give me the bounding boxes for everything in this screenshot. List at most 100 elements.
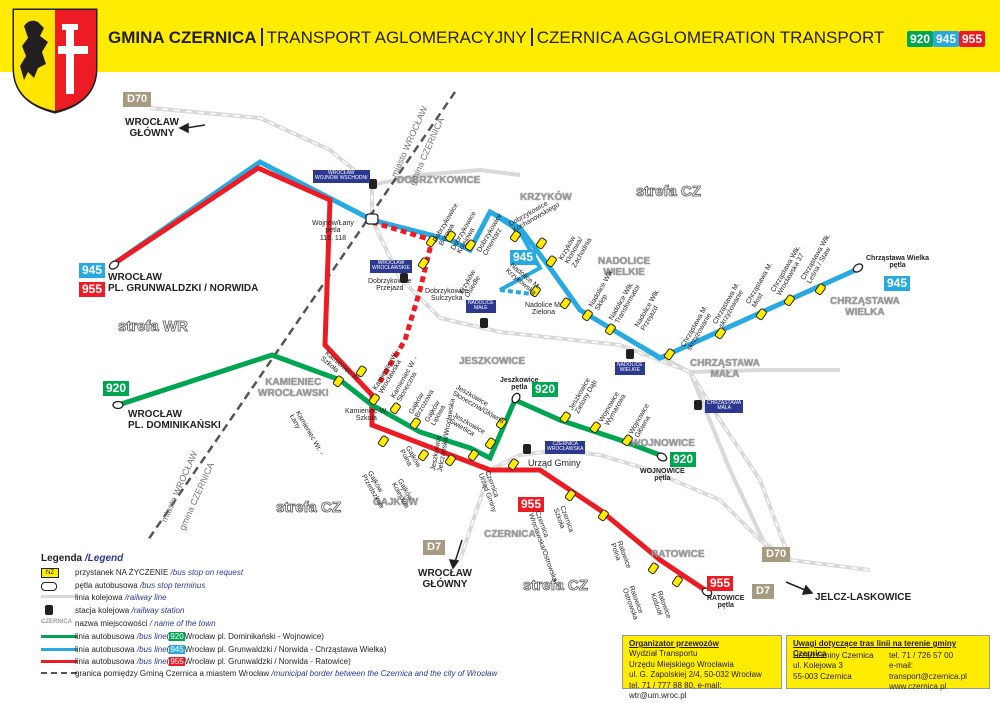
request-stops bbox=[332, 230, 826, 588]
map-badge-955-left: 955 bbox=[79, 282, 106, 297]
station-chrzastawa-mala: CHRZĄSTAWA MAŁA bbox=[705, 400, 744, 413]
organizer-line1: Wydział Transportu bbox=[629, 649, 698, 659]
organizer-line4[interactable]: tel. 71 / 777 88 80, e-mail: wtr@um.wroc… bbox=[629, 680, 722, 700]
legend-row-border: granica pomiędzy Gminą Czernica a miaste… bbox=[75, 669, 498, 678]
map-badge-955-ratowice: 955 bbox=[707, 576, 734, 591]
remarks-heading: Uwagi dotyczące tras linii na terenie gm… bbox=[793, 639, 957, 659]
legend-train-icon bbox=[45, 605, 53, 615]
zone-cz-bottom: strefa CZ bbox=[523, 577, 589, 595]
header-gmina: GMINA CZERNICA bbox=[108, 28, 257, 47]
legend-rail-icon bbox=[41, 595, 77, 598]
map-badge-920-wojnowice: 920 bbox=[670, 452, 697, 467]
station-urzad-gminy: Urząd Gminy bbox=[528, 458, 581, 468]
station-nadolice-male: NADOLICE MAŁE bbox=[466, 300, 496, 313]
terminus-dominikanski: WROCŁAW PL. DOMINIKAŃSKI bbox=[128, 409, 221, 431]
map-badge-955-czernica: 955 bbox=[518, 497, 545, 512]
remarks-l3: 55-003 Czernica bbox=[793, 671, 852, 681]
stop-nadolice-zielona: Nadolice M. Zielona bbox=[525, 302, 562, 317]
legend-line-920-icon bbox=[41, 635, 77, 638]
station-kowale: WROCŁAW WROCŁAWSKIE bbox=[370, 260, 412, 273]
zone-wr: strefa WR bbox=[118, 318, 189, 336]
line-920-route bbox=[117, 352, 661, 462]
railway-lines bbox=[149, 106, 871, 572]
map-badge-945-right: 945 bbox=[884, 276, 911, 291]
dir-jelcz: JELCZ-LASKOWICE bbox=[815, 592, 912, 603]
legend-row-920: linia autobusowa /bus line(920Wrocław pl… bbox=[75, 632, 324, 641]
legend-terminus-icon bbox=[41, 582, 57, 591]
terminus-jeszkowice: Jeszkowice pętla bbox=[500, 377, 539, 392]
header-title-en: CZERNICA AGGLOMERATION TRANSPORT bbox=[536, 28, 885, 47]
legend-border-icon bbox=[41, 672, 77, 674]
map-badge-945-krzykow: 945 bbox=[510, 250, 537, 265]
terminus-grunwaldzki: WROCŁAW PL. GRUNWALDZKI / NORWIDA bbox=[108, 272, 259, 294]
map-badge-945-left: 945 bbox=[79, 263, 106, 278]
terminus-chrzastawa: Chrząstawa Wielka pętla bbox=[866, 255, 929, 270]
remarks-email-link[interactable]: e-mail: transport@czernica.pl bbox=[889, 661, 967, 681]
map-badge-920-jeszkowice: 920 bbox=[532, 382, 559, 397]
town-nadolice: NADOLICE WIELKIE bbox=[598, 256, 651, 278]
remarks-l2: ul. Kolejowa 3 bbox=[793, 661, 843, 671]
zone-cz-mid: strefa CZ bbox=[276, 499, 342, 517]
remarks-r1: tel. 71 / 726 57 00 bbox=[889, 651, 954, 660]
legend-row-request: przystanek NA ŻYCZENIE /bus stop on requ… bbox=[75, 568, 244, 577]
header-line-920: 920 bbox=[907, 31, 934, 47]
stop-dobrzykowice-przejazd: Dobrzykowice Przejazd bbox=[368, 278, 412, 293]
header-title-pl: TRANSPORT AGLOMERACYJNY bbox=[266, 28, 527, 47]
stop-kamieniec-szkola2: Kamieniec W. Szkoła bbox=[345, 408, 388, 423]
line-955-route bbox=[110, 165, 707, 593]
terminus-wojnowice: WOJNOWICE pętla bbox=[640, 468, 685, 483]
town-kamieniec: KAMIENIEC WROCŁAWSKI bbox=[258, 377, 329, 399]
legend-town-tag: CZERNICA bbox=[41, 619, 72, 625]
remarks-l1: Urząd Gminy Czernica bbox=[793, 651, 874, 660]
town-chrzastawa-wielka: CHRZĄSTAWA WIELKA bbox=[830, 296, 900, 318]
town-czernica: CZERNICA bbox=[484, 529, 536, 540]
remarks-left: Urząd Gminy Czernica ul. Kolejowa 3 55-0… bbox=[793, 651, 873, 682]
legend-row-station: stacja kolejowa /railway station bbox=[75, 606, 185, 615]
organizer-line3: ul. G. Zapolskiej 2/4, 50-032 Wrocław bbox=[629, 670, 762, 680]
station-nadolice-wielkie: NADOLICE WIELKIE bbox=[615, 362, 645, 375]
legend: Legenda /Legend NŻ przystanek NA ŻYCZENI… bbox=[35, 548, 595, 688]
map-badge-920-left: 920 bbox=[103, 381, 130, 396]
station-czernica: CZERNICA WROCŁAWSKA bbox=[545, 441, 586, 454]
town-wojnowice: WOJNOWICE bbox=[631, 438, 695, 449]
remarks-website-link[interactable]: www.czernica.pl bbox=[889, 682, 947, 692]
badge-d70-top: D70 bbox=[123, 92, 152, 107]
organizer-box: Organizator przewozów Wydział Transportu… bbox=[622, 635, 782, 700]
terminus-wojnow: Wojnów/Łany pętla 115, 118 bbox=[312, 220, 354, 242]
town-chrzastawa-mala: CHRZĄSTAWA MAŁA bbox=[690, 358, 760, 380]
header-line-945: 945 bbox=[933, 31, 960, 47]
badge-d7-right: D7 bbox=[752, 584, 775, 599]
terminus-ratowice: RATOWICE pętla bbox=[707, 595, 745, 610]
organizer-heading: Organizator przewozów bbox=[629, 639, 719, 648]
zone-cz-top: strefa CZ bbox=[636, 183, 702, 201]
remarks-box: Uwagi dotyczące tras linii na terenie gm… bbox=[786, 635, 990, 691]
badge-d70-bottom: D70 bbox=[762, 547, 791, 562]
legend-row-945: linia autobusowa /bus line(945Wrocław pl… bbox=[75, 645, 387, 654]
stop-dobrzykowice-sulczycka: Dobrzykowice Sulczycka bbox=[425, 288, 469, 303]
legend-line-955-icon bbox=[41, 660, 77, 663]
town-krzykow: KRZYKÓW bbox=[520, 192, 572, 203]
legend-row-terminus: pętla autobusowa /bus stop terminus bbox=[75, 581, 206, 590]
header-title: GMINA CZERNICA TRANSPORT AGLOMERACYJNY CZE… bbox=[108, 28, 884, 48]
legend-row-955: linia autobusowa /bus line(955Wrocław pl… bbox=[75, 657, 351, 666]
town-ratowice: RATOWICE bbox=[651, 549, 705, 560]
header-band bbox=[0, 0, 1000, 72]
legend-row-town: nazwa miejscowości / name of the town bbox=[75, 619, 216, 628]
organizer-line2: Urzędu Miejskiego Wrocławia bbox=[629, 659, 734, 669]
town-dobrzykowice: DOBRZYKOWICE bbox=[397, 175, 481, 186]
train-station-icons bbox=[369, 179, 702, 454]
badge-d7-bottom: D7 bbox=[423, 540, 446, 555]
remarks-right: tel. 71 / 726 57 00 e-mail: transport@cz… bbox=[889, 651, 989, 693]
gmina-crest-icon bbox=[12, 8, 98, 114]
legend-request-stop-icon: NŻ bbox=[41, 568, 59, 578]
legend-line-945-icon bbox=[41, 648, 77, 651]
legend-title: Legenda /Legend bbox=[41, 553, 124, 564]
town-gajkow: GAJKÓW bbox=[373, 497, 418, 508]
legend-row-rail: linia kolejowa /railway line bbox=[75, 593, 167, 602]
dir-wroclaw-glowny-bottom: WROCŁAW GŁÓWNY bbox=[418, 568, 472, 590]
header-line-955: 955 bbox=[959, 31, 986, 47]
municipal-border bbox=[146, 91, 457, 541]
town-jeszkowice: JESZKOWICE bbox=[459, 356, 526, 367]
